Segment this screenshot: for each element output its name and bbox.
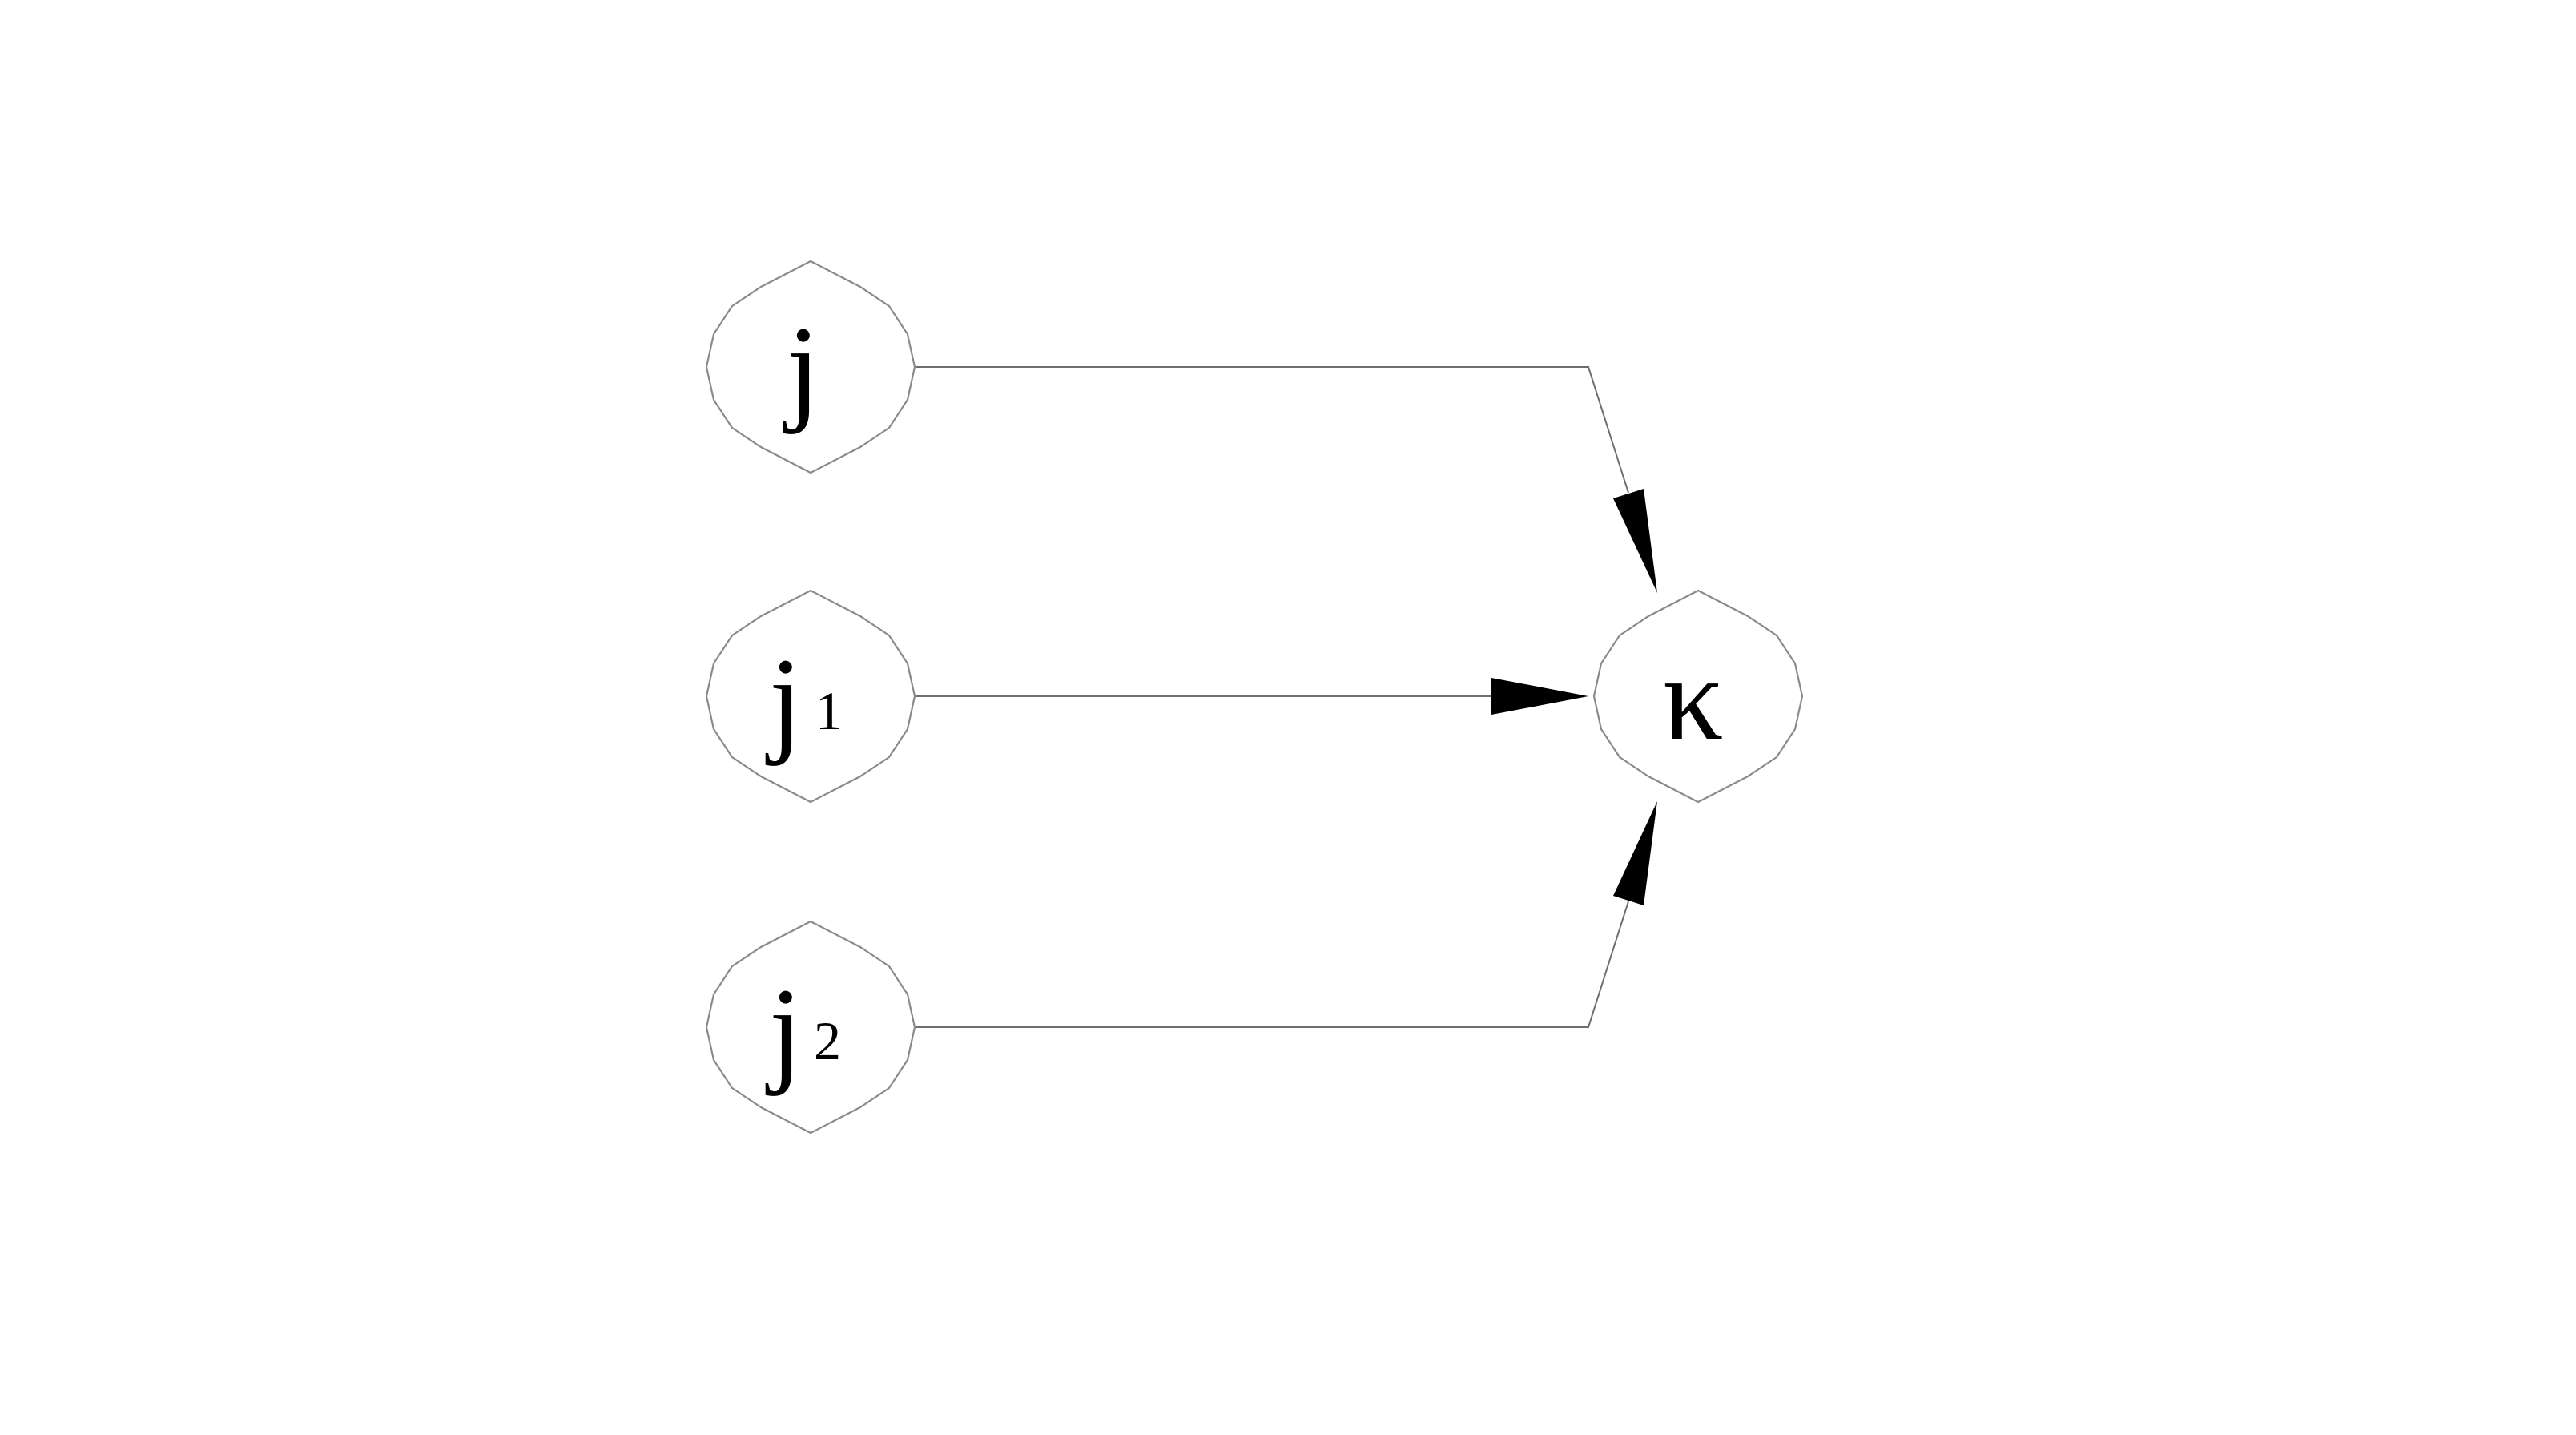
edge-j-to-k: [915, 366, 1629, 494]
node-j2-outline: [705, 920, 916, 1135]
edges: [915, 366, 1657, 1028]
node-j2: j 2: [705, 920, 916, 1135]
arrowhead-j-to-k: [1613, 489, 1657, 593]
node-j: j: [705, 260, 916, 474]
node-j1: j 1: [705, 589, 916, 804]
node-j1-subscript: 1: [815, 680, 843, 741]
node-k-outline: [1592, 589, 1804, 804]
node-j1-label: j: [765, 634, 803, 767]
node-k: κ: [1592, 589, 1804, 804]
edge-j2-to-k: [915, 901, 1629, 1028]
arrowhead-j2-to-k: [1613, 801, 1657, 905]
node-j-label: j: [783, 302, 820, 435]
arrowhead-j1-to-k: [1491, 678, 1588, 715]
node-k-label: κ: [1663, 632, 1724, 765]
node-j-outline: [705, 260, 916, 474]
node-j1-outline: [705, 589, 916, 804]
node-j2-label: j: [765, 964, 803, 1097]
node-j2-subscript: 2: [814, 1010, 841, 1071]
